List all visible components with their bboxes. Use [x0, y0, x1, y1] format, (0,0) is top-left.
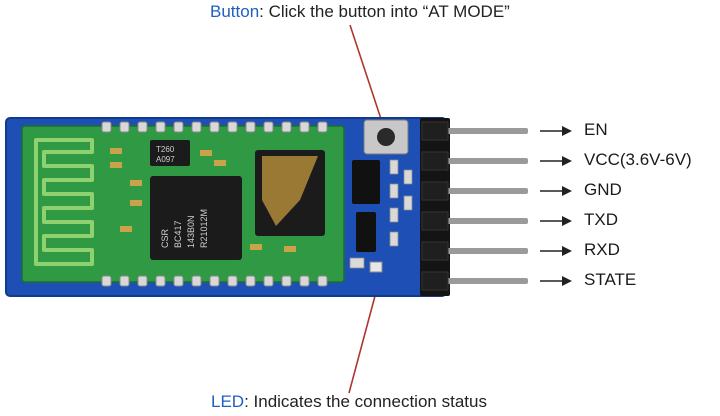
antenna-trace	[34, 138, 94, 266]
small-chip	[150, 140, 190, 166]
carrier-smd-components	[349, 159, 413, 269]
button-caption: Button: Click the button into “AT MODE”	[210, 2, 510, 22]
button-caption-keyword: Button	[210, 2, 260, 21]
header-pin	[436, 188, 528, 194]
header-pins	[421, 121, 528, 291]
main-chip	[150, 176, 242, 260]
header-pin-housing	[421, 211, 449, 231]
header-pin	[436, 248, 528, 254]
flash-chip-marking: A097	[156, 155, 175, 164]
regulator-chip	[352, 160, 380, 204]
smd-components	[110, 148, 296, 252]
main-chip-marking-4: R21012M	[199, 209, 209, 248]
status-led	[369, 261, 383, 273]
pin-label-txd: TXD	[584, 210, 618, 229]
header-pin	[436, 128, 528, 134]
header-pin	[436, 278, 528, 284]
pin-arrow-head	[562, 246, 572, 256]
led-caption-keyword: LED	[211, 392, 245, 411]
transistor	[356, 212, 376, 252]
main-chip-marking-1: CSR	[160, 228, 170, 248]
button-caption-text: : Click the button into “AT MODE”	[259, 2, 510, 21]
header-pin	[436, 158, 528, 164]
pin-label-vcc-3-6v-6v: VCC(3.6V-6V)	[584, 150, 692, 169]
pin-arrow-head	[562, 276, 572, 286]
header-pin-housing	[421, 181, 449, 201]
pin-arrow-head	[562, 216, 572, 226]
header-pin-housing	[421, 121, 449, 141]
header-pin-housing	[421, 151, 449, 171]
module-pads	[101, 121, 328, 287]
pin-arrow-head	[562, 126, 572, 136]
main-chip-marking-3: 143B0N	[186, 215, 196, 248]
pin-arrows	[540, 126, 572, 286]
pin-label-state: STATE	[584, 270, 637, 289]
small-chip-marking: T260	[156, 145, 175, 154]
pin-label-en: EN	[584, 120, 608, 139]
button-actuator	[377, 128, 395, 146]
led-caption: LED: Indicates the connection status	[211, 392, 487, 412]
header-pin-housing	[421, 271, 449, 291]
pin-arrow-head	[562, 186, 572, 196]
pin-label-gnd: GND	[584, 180, 622, 199]
pin-header	[420, 118, 450, 296]
button-callout-line	[349, 24, 383, 123]
main-chip-marking-2: BC417	[173, 220, 183, 248]
header-pin	[436, 218, 528, 224]
pin-arrow-head	[562, 156, 572, 166]
header-pin-housing	[421, 241, 449, 261]
pin-label-rxd: RXD	[584, 240, 620, 259]
led-caption-text: : Indicates the connection status	[244, 392, 487, 411]
led-callout-line	[348, 295, 376, 394]
